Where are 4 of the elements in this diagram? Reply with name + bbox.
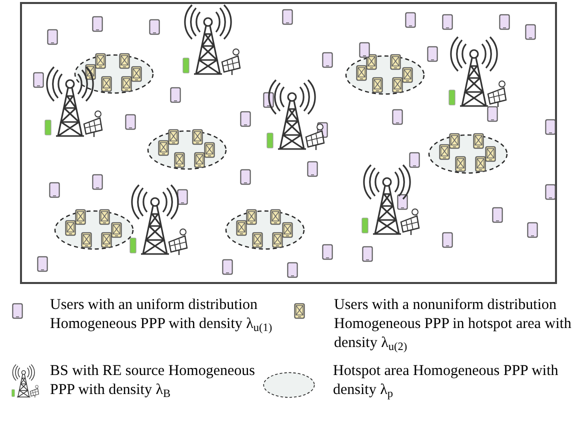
legend-text: Hotspot area Homogeneous PPP with density λ$_{p}$ [333,362,560,400]
legend-text: BS with RE source Homogeneous PPP with density λ$_{B}$ [50,362,256,400]
legend-text: Users with an uniform distribution Homogeneous PPP with density λ$_{u(1)}$ [50,296,274,334]
legend-text: Users with a nonuniform distribution Homogeneous PPP in hotspot area with density λ$_{u(2)}$ [334,296,572,353]
